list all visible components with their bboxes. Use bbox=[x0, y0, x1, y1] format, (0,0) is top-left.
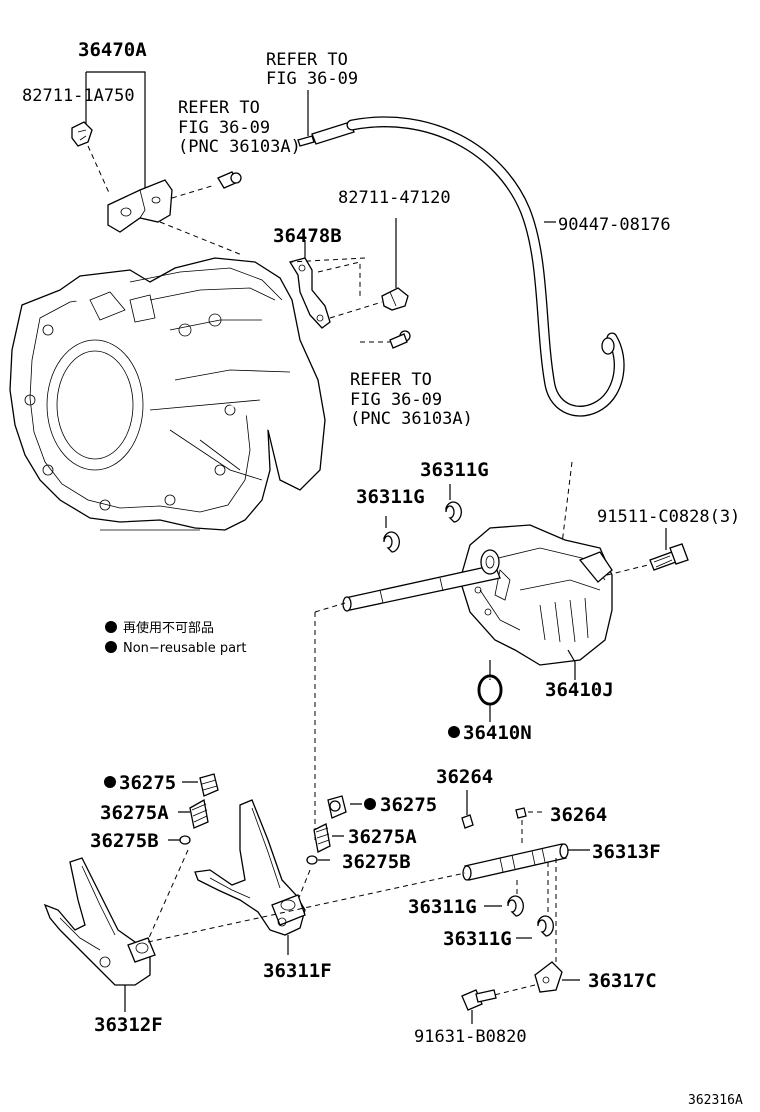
o-ring-36410N bbox=[477, 674, 503, 722]
label-ref3-line2: FIG 36-09 bbox=[350, 390, 442, 410]
label-36312F: 36312F bbox=[94, 1014, 163, 1036]
transmission-case bbox=[9, 257, 326, 531]
label-90447-08176: 90447-08176 bbox=[558, 215, 671, 235]
label-82711-1A750: 82711-1A750 bbox=[22, 86, 135, 106]
label-36470A: 36470A bbox=[78, 39, 147, 61]
label-36313F: 36313F bbox=[592, 841, 661, 863]
label-36264-a: 36264 bbox=[436, 766, 493, 788]
label-36275A-mid: 36275A bbox=[348, 826, 417, 848]
label-36317C: 36317C bbox=[588, 970, 657, 992]
figure-id: 362316A bbox=[688, 1093, 743, 1108]
bracket-36478B bbox=[288, 218, 411, 349]
breather-hose-90447-08176 bbox=[297, 90, 625, 561]
legend-text-jp: 再使用不可部品 bbox=[123, 620, 214, 636]
label-91631-B0820: 91631-B0820 bbox=[414, 1027, 527, 1047]
snap-rings-lower bbox=[484, 895, 554, 939]
part-labels: 36470A 82711-1A750 REFER TO FIG 36-09 (P… bbox=[22, 39, 743, 1108]
bolt-91511-C0828 bbox=[649, 528, 689, 571]
snap-ring-upper bbox=[383, 484, 462, 553]
label-36410N: 36410N bbox=[463, 722, 532, 744]
label-36275B-left: 36275B bbox=[90, 830, 159, 852]
label-36311G-c: 36311G bbox=[408, 896, 477, 918]
label-36311G-d: 36311G bbox=[443, 928, 512, 950]
non-reusable-marker bbox=[448, 726, 460, 738]
detent-set-left bbox=[147, 773, 219, 941]
leader-bracket-case bbox=[289, 257, 366, 263]
label-82711-47120: 82711-47120 bbox=[338, 188, 451, 208]
detent-set-mid bbox=[297, 795, 362, 901]
label-36478B: 36478B bbox=[273, 225, 342, 247]
legend-text-en: Non−reusable part bbox=[123, 641, 247, 656]
shift-fork-36312F bbox=[43, 857, 156, 1012]
label-91511-C0828: 91511-C0828(3) bbox=[597, 507, 740, 527]
label-36264-b: 36264 bbox=[550, 804, 607, 826]
label-36275B-mid: 36275B bbox=[342, 851, 411, 873]
shift-housing-36410J bbox=[459, 524, 649, 680]
upper-shift-shaft bbox=[314, 549, 501, 840]
label-36311G-a: 36311G bbox=[420, 459, 489, 481]
non-reusable-marker bbox=[104, 776, 116, 788]
label-ref-hose-line1: REFER TO bbox=[266, 50, 348, 70]
interlock-36317C bbox=[461, 961, 580, 1024]
label-ref3-line1: REFER TO bbox=[350, 370, 432, 390]
label-36410J: 36410J bbox=[545, 679, 614, 701]
lower-shift-shaft-36313F bbox=[147, 790, 590, 975]
label-ref1-line1: REFER TO bbox=[178, 98, 260, 118]
shift-fork-36311F bbox=[194, 799, 306, 955]
label-ref-hose-line2: FIG 36-09 bbox=[266, 69, 358, 89]
label-ref1-line3: (PNC 36103A) bbox=[178, 137, 301, 157]
label-36275-left: 36275 bbox=[119, 772, 176, 794]
bracket-36470A bbox=[71, 71, 243, 256]
label-ref1-line2: FIG 36-09 bbox=[178, 118, 270, 138]
label-36311G-b: 36311G bbox=[356, 486, 425, 508]
label-36275-mid: 36275 bbox=[380, 794, 437, 816]
label-ref3-line3: (PNC 36103A) bbox=[350, 409, 473, 429]
non-reusable-marker bbox=[364, 798, 376, 810]
legend-marker-jp bbox=[105, 621, 117, 633]
label-36311F: 36311F bbox=[263, 960, 332, 982]
label-36275A-left: 36275A bbox=[100, 802, 169, 824]
legend-marker-en bbox=[105, 641, 117, 653]
legend: 再使用不可部品 Non−reusable part bbox=[105, 620, 247, 656]
